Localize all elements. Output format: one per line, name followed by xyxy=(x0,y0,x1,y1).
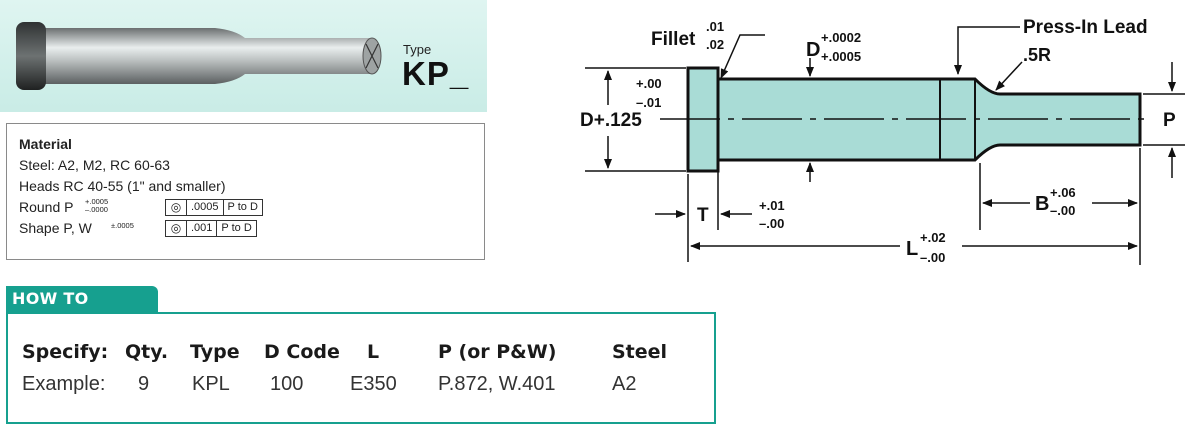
head-diameter-label: D+.125 xyxy=(580,110,642,131)
round-p-tolerance: +.0005 –.0000 xyxy=(85,198,108,214)
fillet-label: Fillet xyxy=(651,29,696,50)
how-to-order-tab: HOW TO ORDER xyxy=(6,286,158,334)
d-tol-top: +.0002 xyxy=(821,30,861,45)
order-example-type: KPL xyxy=(192,373,230,395)
shape-fcf-ref: P to D xyxy=(221,222,252,234)
t-tol-bottom: –.00 xyxy=(759,216,784,231)
fillet-tol-bottom: .02 xyxy=(706,37,724,52)
head-tol-top: +.00 xyxy=(636,76,662,91)
press-in-lead-label: Press-In Lead xyxy=(1023,17,1148,38)
order-header-p: P (or P&W) xyxy=(438,341,557,363)
round-fcf-ref: P to D xyxy=(227,201,258,213)
round-fcf-value: .0005 xyxy=(187,200,224,215)
t-label: T xyxy=(697,205,709,226)
radius-leader xyxy=(995,61,1023,91)
d-label: D xyxy=(806,39,820,61)
head-tol-bottom: –.01 xyxy=(636,95,661,110)
round-tol-minus: –.0000 xyxy=(85,205,108,214)
b-label: B xyxy=(1035,193,1049,215)
order-example-qty: 9 xyxy=(138,373,150,395)
p-label: P xyxy=(1163,110,1176,131)
punch-dimension-drawing: Fillet .01 .02 D +.0002 +.0005 Press-In … xyxy=(580,17,1185,265)
material-steel-line: Steel: A2, M2, RC 60-63 xyxy=(19,157,170,173)
shape-feature-control-frame: ◎ .001 P to D xyxy=(165,220,257,237)
shape-pw-tolerance: ±.0005 xyxy=(111,221,134,230)
shape-pw-row: Shape P, W ±.0005 ◎ .001 P to D xyxy=(19,218,484,239)
order-header-dcode: D Code xyxy=(264,341,340,363)
fillet-leader xyxy=(720,34,765,79)
order-header-specify: Specify: xyxy=(22,341,109,363)
t-tol-top: +.01 xyxy=(759,198,785,213)
type-label: Type xyxy=(403,42,432,57)
concentricity-icon: ◎ xyxy=(166,200,187,215)
order-example-p: P.872, W.401 xyxy=(438,373,556,395)
material-heads-line: Heads RC 40-55 (1" and smaller) xyxy=(19,178,226,194)
radius-label: .5R xyxy=(1023,45,1051,65)
order-example-steel: A2 xyxy=(612,373,637,395)
b-tol-bottom: –.00 xyxy=(1050,203,1075,218)
punch-photo-illustration xyxy=(16,22,382,90)
l-tol-bottom: –.00 xyxy=(920,250,945,265)
order-header-qty: Qty. xyxy=(125,341,169,363)
shape-fcf-value: .001 xyxy=(187,221,218,236)
round-p-row: Round P +.0005 –.0000 ◎ .0005 P to D xyxy=(19,197,484,218)
how-to-order-box xyxy=(6,312,716,424)
order-header-l: L xyxy=(367,341,380,363)
order-example-dcode: 100 xyxy=(270,373,304,395)
press-in-leader xyxy=(954,26,1020,75)
l-tol-top: +.02 xyxy=(920,230,946,245)
order-header-type: Type xyxy=(190,341,240,363)
round-feature-control-frame: ◎ .0005 P to D xyxy=(165,199,263,216)
round-tol-plus: +.0005 xyxy=(85,197,109,206)
d-tol-bottom: +.0005 xyxy=(821,49,861,64)
shape-pw-label: Shape P, W xyxy=(19,220,92,236)
order-example-label: Example: xyxy=(22,373,106,395)
fillet-tol-top: .01 xyxy=(706,19,724,34)
l-label: L xyxy=(906,238,918,260)
b-tol-top: +.06 xyxy=(1050,185,1076,200)
material-box: Material Steel: A2, M2, RC 60-63 Heads R… xyxy=(6,123,485,260)
round-p-label: Round P xyxy=(19,199,74,215)
order-header-steel: Steel xyxy=(612,341,668,363)
material-title: Material xyxy=(19,136,72,152)
concentricity-icon: ◎ xyxy=(166,221,187,236)
type-code: KP_ xyxy=(402,55,470,92)
product-photo: Type KP_ xyxy=(0,0,487,112)
order-example-l: E350 xyxy=(350,373,397,395)
